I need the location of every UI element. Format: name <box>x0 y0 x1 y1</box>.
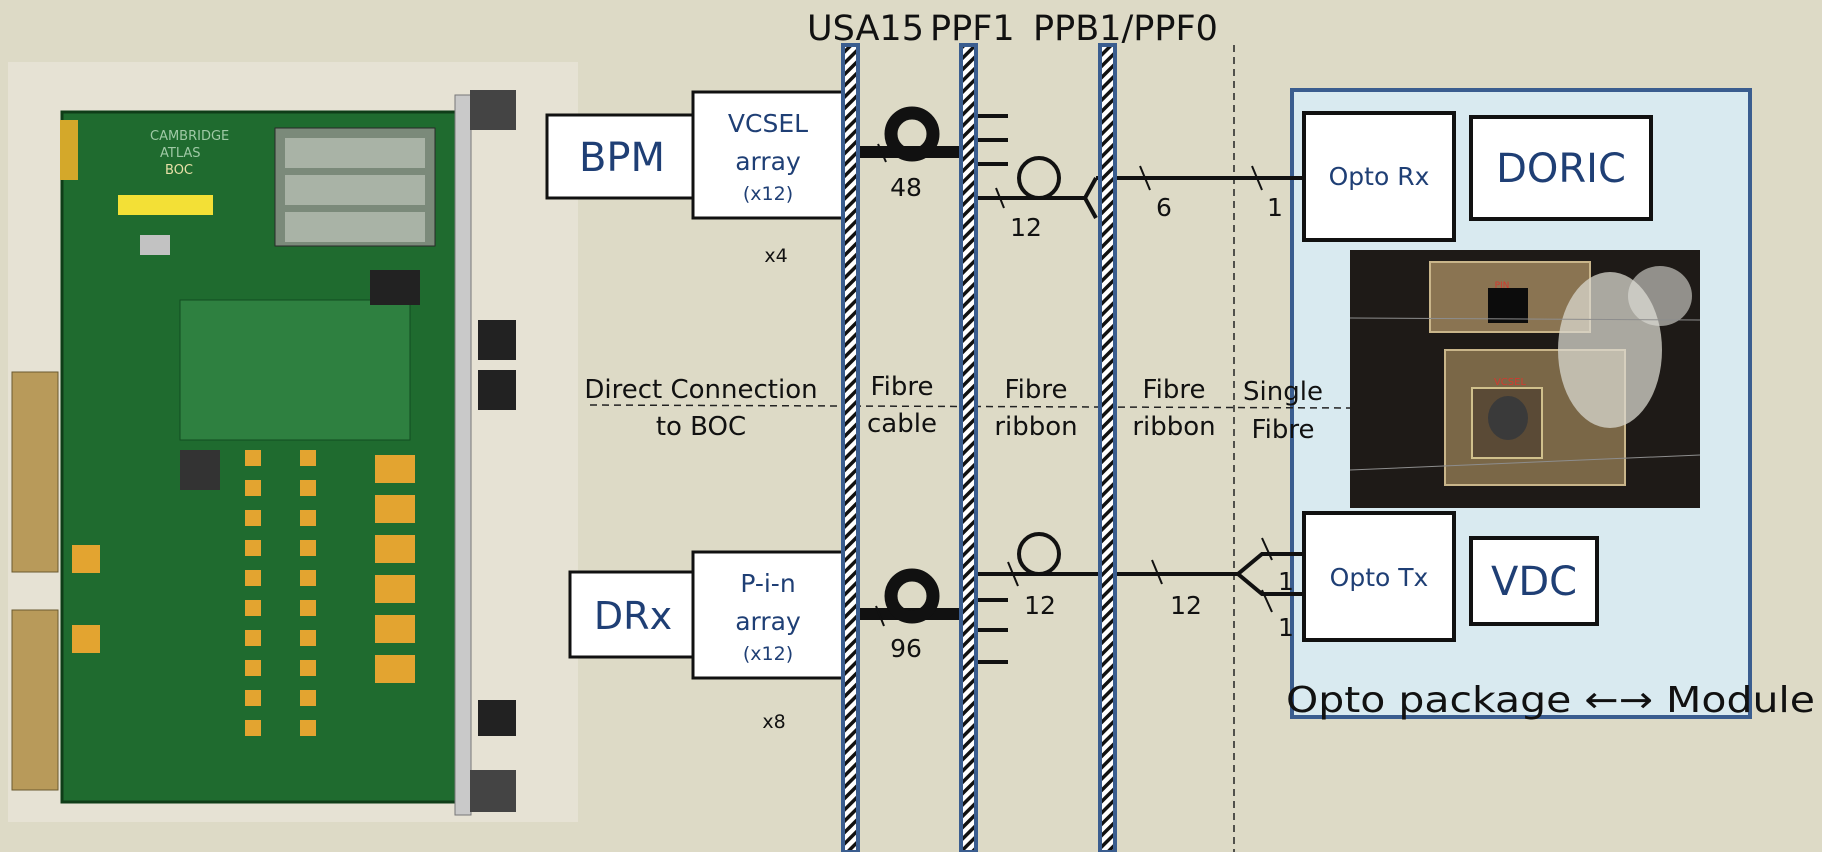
doric-label: DORIC <box>1496 146 1626 192</box>
opto-rx-label: Opto Rx <box>1329 162 1430 191</box>
boc-board-label-line2: ATLAS <box>160 146 201 161</box>
segment-cable-line1: Fibre <box>871 372 934 402</box>
boc-board-label-line1: CAMBRIDGE <box>150 129 229 144</box>
rx-fibre-bundle <box>858 534 1302 662</box>
ppb1-patch-panel-bar <box>1100 45 1115 852</box>
opto-package-caption: Opto package ←→ Module <box>1286 680 1815 721</box>
opto-tx-label: Opto Tx <box>1330 563 1429 592</box>
tx-count-12: 12 <box>1010 213 1042 242</box>
vcsel-array-line1: VCSEL <box>728 109 808 138</box>
tx-count-6: 6 <box>1156 193 1172 222</box>
photo-pin-label: PIN <box>1495 281 1510 291</box>
rx-count-12-a: 12 <box>1024 591 1056 620</box>
segment-direct-line1: Direct Connection <box>584 375 817 405</box>
rx-count-1-b: 1 <box>1278 613 1294 642</box>
pin-array-line1: P-i-n <box>740 569 795 598</box>
rx-multiplicity: x8 <box>762 711 785 733</box>
pin-array-line3: (x12) <box>743 643 793 665</box>
pin-array-line2: array <box>735 607 801 636</box>
boc-board-label-line3: BOC <box>165 163 193 178</box>
vcsel-array-line2: array <box>735 147 801 176</box>
rx-count-96: 96 <box>890 634 922 663</box>
location-usa15: USA15 <box>807 9 924 49</box>
segment-direct-line2: to BOC <box>656 412 746 442</box>
tx-count-48: 48 <box>890 173 922 202</box>
segment-ribbon2-line1: Fibre <box>1143 375 1206 405</box>
segment-ribbon1-line2: ribbon <box>994 412 1077 442</box>
tx-count-1: 1 <box>1267 193 1283 222</box>
vcsel-array-line3: (x12) <box>743 183 793 205</box>
tx-multiplicity: x4 <box>764 245 787 267</box>
segment-ribbon1-line1: Fibre <box>1005 375 1068 405</box>
segment-ribbon2-line2: ribbon <box>1132 412 1215 442</box>
drx-label: DRx <box>594 594 672 638</box>
rx-count-1-a: 1 <box>1278 567 1294 596</box>
segment-single-line2: Fibre <box>1252 415 1315 445</box>
ppf1-patch-panel-bar <box>961 45 976 852</box>
opto-package-photo: PIN VCSEL <box>1350 250 1700 508</box>
location-ppb1-ppf0: PPB1/PPF0 <box>1033 9 1218 49</box>
rx-count-12-b: 12 <box>1170 591 1202 620</box>
bpm-label: BPM <box>579 135 665 181</box>
vdc-label: VDC <box>1491 559 1577 605</box>
photo-vcsel-label: VCSEL <box>1494 377 1526 388</box>
segment-cable-line2: cable <box>867 409 937 439</box>
usa15-patch-panel-bar <box>843 45 858 852</box>
segment-single-line1: Single <box>1243 377 1323 407</box>
boc-board-photo: CAMBRIDGE ATLAS BOC <box>8 62 578 822</box>
tx-fibre-bundle <box>858 113 1302 218</box>
